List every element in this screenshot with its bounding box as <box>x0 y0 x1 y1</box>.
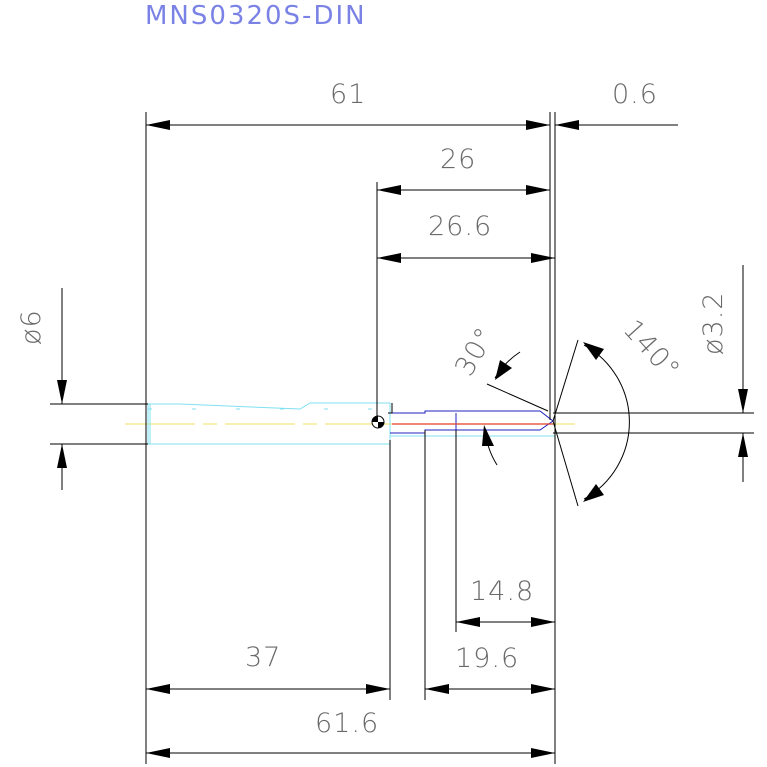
dim-14-8-label: 14.8 <box>470 576 534 607</box>
angle-140-label: 140° <box>617 314 686 386</box>
dimension-0-6: 0.6 <box>555 79 678 130</box>
dimension-61: 61 <box>146 79 550 130</box>
dimension-dia-3-2: ø3.2 <box>698 265 748 482</box>
dim-0-6-label: 0.6 <box>612 79 658 110</box>
dimension-26-6: 26.6 <box>377 211 555 263</box>
dimension-37: 37 <box>146 642 390 694</box>
dim-37-label: 37 <box>245 642 281 673</box>
part-number-title: MNS0320S-DIN <box>145 1 367 31</box>
shank-outline <box>147 402 391 445</box>
dim-dia-3-2-label: ø3.2 <box>698 292 729 355</box>
dimension-19-6: 19.6 <box>425 643 555 694</box>
dimension-dia-6: ø6 <box>16 288 67 490</box>
dimension-61-6: 61.6 <box>146 708 555 758</box>
flute-outline <box>390 410 554 434</box>
dim-26-6-label: 26.6 <box>428 211 492 242</box>
dim-61-label: 61 <box>330 79 366 110</box>
dim-19-6-label: 19.6 <box>455 643 519 674</box>
angle-30-label: 30° <box>449 322 501 382</box>
extension-lines <box>50 112 754 764</box>
dimension-26: 26 <box>377 144 550 195</box>
dim-61-6-label: 61.6 <box>315 708 379 739</box>
dimension-14-8: 14.8 <box>456 576 555 627</box>
tool-body <box>125 402 575 445</box>
dim-26-label: 26 <box>440 144 476 175</box>
reference-mark-fill <box>372 416 384 428</box>
dim-dia-6-label: ø6 <box>16 309 47 345</box>
angle-140: 140° <box>583 314 686 502</box>
